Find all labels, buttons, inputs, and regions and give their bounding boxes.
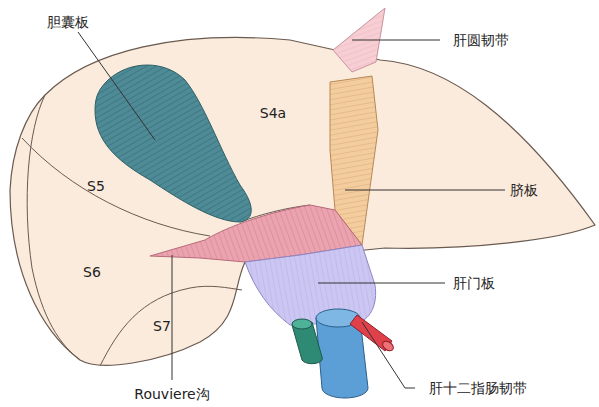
leader-line [172, 255, 173, 380]
anatomy-label: Rouviere沟 [134, 387, 209, 401]
leader-line [352, 40, 440, 41]
anatomy-label: 肝十二指肠韧带 [429, 381, 527, 395]
segment-line [100, 286, 242, 366]
posterior-edge [27, 95, 80, 360]
liver-outline [10, 37, 595, 365]
hepatic-artery-end [381, 339, 395, 353]
anatomy-label: S6 [83, 265, 101, 279]
anatomy-label: 肝门板 [453, 276, 495, 290]
bile-duct-end [292, 319, 312, 329]
leader-line [78, 32, 155, 140]
anatomy-label: 脐板 [510, 183, 538, 197]
leader-line [318, 283, 445, 284]
anatomy-label: S4a [260, 106, 286, 120]
anatomy-label: S7 [153, 319, 171, 333]
anatomy-label: S5 [87, 179, 105, 193]
anatomy-label: 胆囊板 [47, 15, 89, 29]
anatomy-label: 肝圆韧带 [453, 33, 509, 47]
leader-line [345, 190, 505, 191]
leader-line [362, 322, 415, 388]
